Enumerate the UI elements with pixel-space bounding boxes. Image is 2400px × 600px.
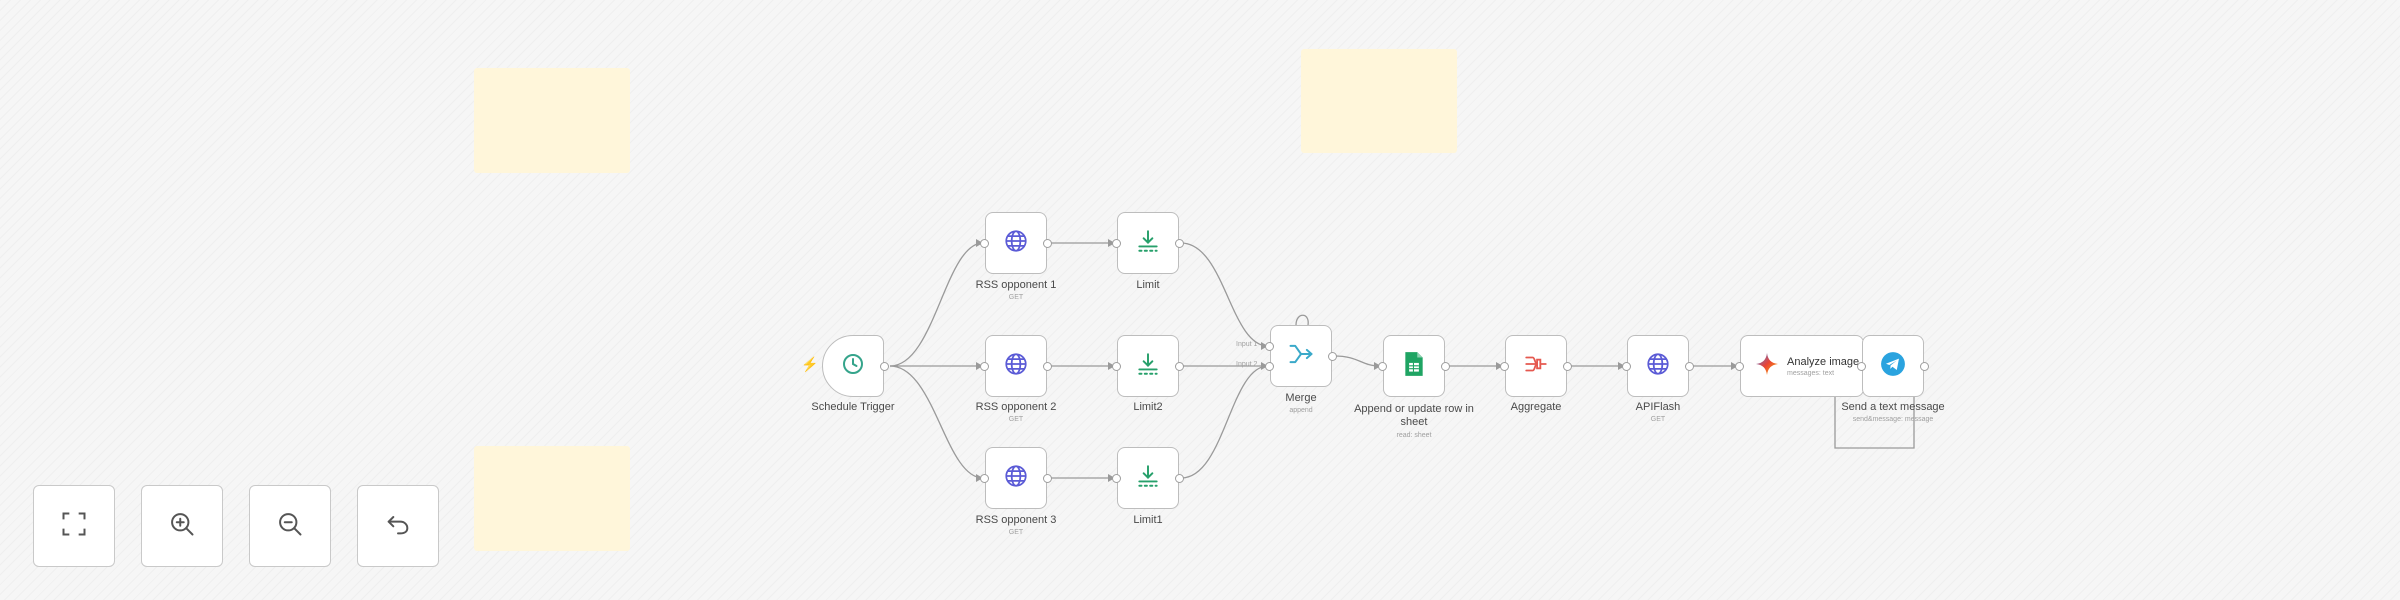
node-label: Schedule Trigger — [811, 401, 895, 413]
zoom-out-icon — [276, 510, 304, 543]
zoom-out-button[interactable] — [249, 485, 331, 567]
input-port[interactable] — [1265, 362, 1274, 371]
output-port[interactable] — [1043, 239, 1052, 248]
undo-icon — [384, 510, 412, 543]
sticky-note[interactable] — [1301, 49, 1457, 153]
node-label: APIFlash — [1635, 401, 1681, 413]
telegram-icon — [1880, 351, 1906, 382]
node-label: Limit1 — [1133, 514, 1163, 526]
node-apiflash[interactable] — [1622, 335, 1694, 397]
output-port[interactable] — [1175, 474, 1184, 483]
input-port[interactable] — [980, 362, 989, 371]
node-sublabel: GET — [1008, 294, 1024, 301]
input-port[interactable] — [1500, 362, 1509, 371]
node-telegram[interactable] — [1857, 335, 1929, 397]
sticky-note[interactable] — [474, 68, 630, 173]
node-label: Append or update row in sheet — [1354, 403, 1474, 428]
limit-icon — [1135, 351, 1161, 382]
input-port[interactable] — [1378, 362, 1387, 371]
globe-icon — [1645, 351, 1671, 382]
node-sublabel: GET — [1650, 416, 1666, 423]
node-analyze-image[interactable]: Analyze image messages: text — [1735, 335, 1864, 397]
zoom-in-button[interactable] — [141, 485, 223, 567]
input-port[interactable] — [1265, 342, 1274, 351]
node-sublabel: GET — [1008, 416, 1024, 423]
connection-limit1-merge — [1180, 365, 1269, 479]
output-port[interactable] — [1563, 362, 1572, 371]
node-label: Send a text message — [1841, 401, 1945, 413]
trigger-bolt-icon: ⚡ — [801, 356, 819, 372]
google-sheets-icon — [1403, 351, 1425, 382]
node-sublabel: GET — [1008, 529, 1024, 536]
node-sublabel: read: sheet — [1396, 432, 1432, 439]
node-rss-opponent-1[interactable] — [980, 212, 1052, 274]
node-label: RSS opponent 1 — [975, 279, 1057, 291]
input-port[interactable] — [1857, 362, 1866, 371]
node-merge[interactable] — [1265, 325, 1337, 387]
input-port[interactable] — [1735, 362, 1744, 371]
node-subtitle: messages: text — [1787, 369, 1835, 377]
node-label: RSS opponent 2 — [975, 401, 1057, 413]
output-port[interactable] — [1175, 362, 1184, 371]
output-port[interactable] — [1441, 362, 1450, 371]
node-sublabel: send&message: message — [1852, 416, 1934, 423]
connection-merge-sheets — [1333, 355, 1382, 367]
output-port[interactable] — [1043, 474, 1052, 483]
output-port[interactable] — [880, 362, 889, 371]
merge-input-1-label: Input 1 — [1236, 341, 1258, 348]
node-label: Merge — [1285, 392, 1317, 404]
output-port[interactable] — [1328, 352, 1337, 361]
node-label: RSS opponent 3 — [975, 514, 1057, 526]
aggregate-icon — [1523, 351, 1549, 382]
node-title: Analyze image — [1787, 355, 1860, 368]
node-limit[interactable] — [1112, 212, 1184, 274]
node-label: Limit2 — [1133, 401, 1163, 413]
connection-limit-merge — [1180, 242, 1269, 347]
input-port[interactable] — [1112, 362, 1121, 371]
globe-icon — [1003, 351, 1029, 382]
globe-icon — [1003, 228, 1029, 259]
output-port[interactable] — [1920, 362, 1929, 371]
node-label: Aggregate — [1510, 401, 1562, 413]
output-port[interactable] — [1043, 362, 1052, 371]
node-sublabel: append — [1289, 407, 1313, 414]
clock-icon — [841, 352, 865, 381]
merge-icon — [1287, 340, 1315, 373]
limit-icon — [1135, 228, 1161, 259]
globe-icon — [1003, 463, 1029, 494]
fit-view-button[interactable] — [33, 485, 115, 567]
connection-trigger-rss1 — [889, 242, 984, 367]
node-label: Limit — [1136, 279, 1160, 291]
connection-trigger-rss3 — [889, 365, 984, 479]
input-port[interactable] — [980, 239, 989, 248]
node-limit2[interactable] — [1112, 335, 1184, 397]
zoom-in-icon — [168, 510, 196, 543]
gemini-icon — [1755, 352, 1779, 381]
node-rss-opponent-3[interactable] — [980, 447, 1052, 509]
limit-icon — [1135, 463, 1161, 494]
input-port[interactable] — [1112, 474, 1121, 483]
connection-merge-loop — [1295, 314, 1309, 326]
input-port[interactable] — [1112, 239, 1121, 248]
node-schedule-trigger[interactable] — [822, 335, 889, 397]
node-rss-opponent-2[interactable] — [980, 335, 1052, 397]
sticky-note[interactable] — [474, 446, 630, 551]
output-port[interactable] — [1685, 362, 1694, 371]
node-google-sheets[interactable] — [1378, 335, 1450, 397]
fit-view-icon — [60, 510, 88, 543]
input-port[interactable] — [1622, 362, 1631, 371]
merge-input-2-label: Input 2 — [1236, 361, 1258, 368]
node-limit1[interactable] — [1112, 447, 1184, 509]
node-aggregate[interactable] — [1500, 335, 1572, 397]
undo-button[interactable] — [357, 485, 439, 567]
output-port[interactable] — [1175, 239, 1184, 248]
input-port[interactable] — [980, 474, 989, 483]
